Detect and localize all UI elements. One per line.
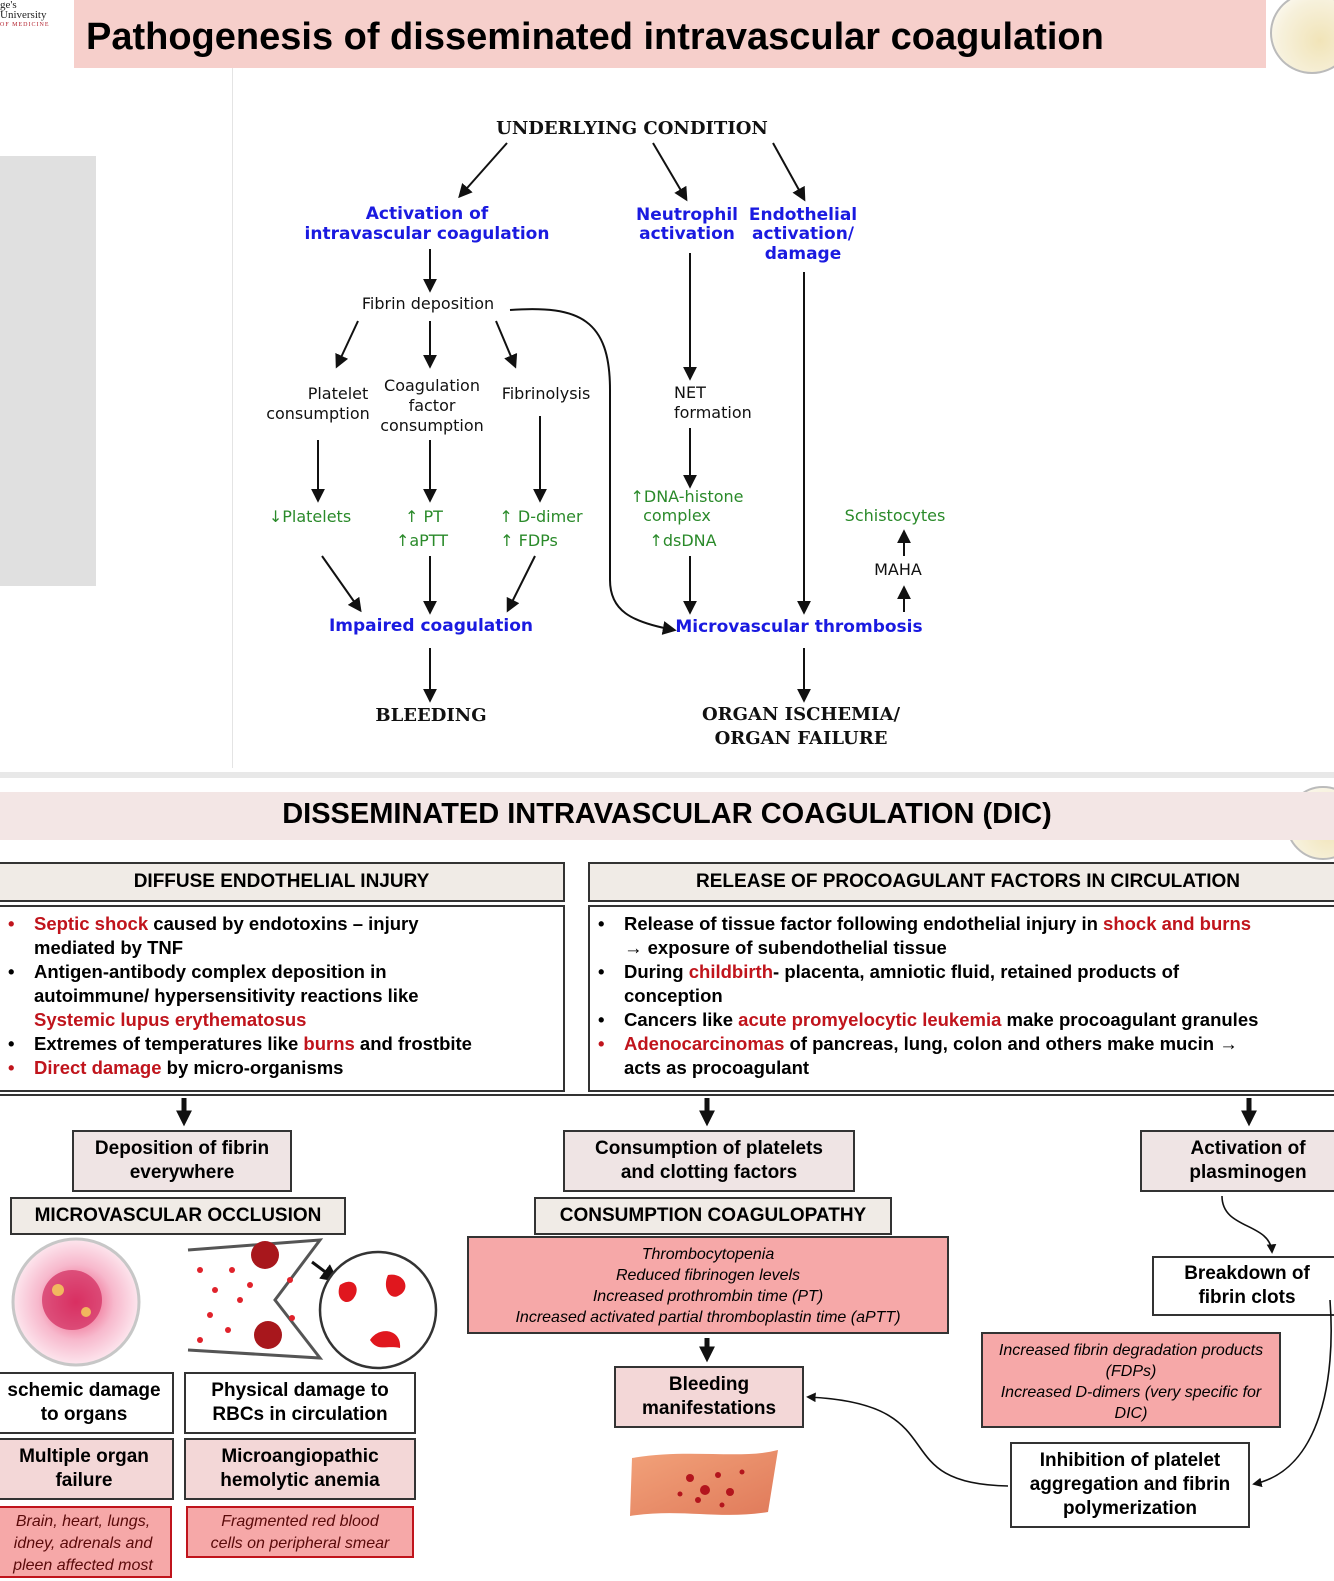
note-line: cells on peripheral smear: [210, 1535, 390, 1552]
maha-label: MAHA: [874, 560, 922, 579]
dic-title-bar: [0, 792, 1334, 840]
slide-divider: [232, 68, 233, 768]
schistocytes: Schistocytes: [845, 506, 946, 525]
coag-factor-line3: consumption: [380, 416, 484, 435]
activation-coag-line1: Activation of: [366, 204, 489, 224]
impaired-coagulation: Impaired coagulation: [329, 616, 533, 636]
dsdna-finding: ↑dsDNA: [649, 531, 716, 550]
dic-title: DISSEMINATED INTRAVASCULAR COAGULATION (…: [282, 798, 1052, 830]
note-line: Brain, heart, lungs,: [15, 1513, 151, 1530]
coagulation-findings-box: Thrombocytopenia Reduced fibrinogen leve…: [467, 1236, 949, 1334]
finding-item: Thrombocytopenia: [641, 1246, 775, 1263]
dna-histone-line1: ↑DNA-histone: [630, 487, 743, 506]
dna-histone-line2: complex: [643, 506, 711, 525]
consumption-coagulopathy-box: CONSUMPTION COAGULOPATHY: [534, 1197, 892, 1235]
list-item: •Septic shock caused by endotoxins – inj…: [8, 913, 419, 958]
coag-factor-line2: factor: [409, 396, 456, 415]
activation-coag-line2: intravascular coagulation: [305, 224, 550, 244]
note-line: pleen affected most: [13, 1557, 153, 1574]
endothelial-line2: activation/: [752, 224, 855, 244]
list-item: •Direct damage by micro-organisms: [8, 1057, 344, 1078]
fibrinolysis: Fibrinolysis: [502, 384, 591, 403]
anatomy-figure-panel: [0, 156, 96, 586]
university-logo: ge's University OF MEDICINE: [0, 0, 60, 28]
finding-item: Increased prothrombin time (PT): [592, 1288, 824, 1305]
organ-note-box: Brain, heart, lungs, idney, adrenals and…: [0, 1506, 172, 1578]
coag-factor-line1: Coagulation: [384, 376, 480, 395]
arrow: [495, 320, 518, 369]
arrow: [458, 142, 508, 199]
endothelial-line3: damage: [765, 244, 842, 264]
fdps-finding: ↑ FDPs: [500, 531, 558, 550]
logo-text: ge's University: [0, 0, 47, 21]
list-item: •Cancers like acute promyelocytic leukem…: [598, 1009, 1259, 1030]
list-item: •Release of tissue factor following endo…: [598, 913, 1252, 958]
endothelial-injury-list: •Septic shock caused by endotoxins – inj…: [0, 905, 565, 1092]
fdp-findings-box: Increased fibrin degradation products (F…: [981, 1332, 1281, 1428]
slide-separator: [0, 772, 1334, 778]
bleeding-outcome: BLEEDING: [375, 705, 486, 726]
list-item: •Extremes of temperatures like burns and…: [8, 1033, 472, 1054]
title-bar: [74, 0, 1266, 68]
flow-arrows: [311, 142, 911, 703]
neutrophil-line2: activation: [639, 224, 735, 244]
platelets-finding: ↓Platelets: [269, 507, 351, 526]
organ-ischemia-line1: ORGAN ISCHEMIA/: [702, 704, 900, 725]
pathogenesis-slide: ge's University OF MEDICINE Pathogenesis…: [0, 0, 1334, 770]
finding-item: Increased fibrin degradation products (F…: [998, 1342, 1264, 1380]
finding-item: Increased activated partial thromboplast…: [515, 1309, 901, 1326]
list-item: •During childbirth- placenta, amniotic f…: [598, 961, 1180, 1006]
list-item: •Adenocarcinomas of pancreas, lung, colo…: [598, 1033, 1238, 1078]
finding-item: Reduced fibrinogen levels: [615, 1267, 801, 1284]
note-line: idney, adrenals and: [13, 1535, 153, 1552]
ddimer-finding: ↑ D-dimer: [499, 507, 583, 526]
net-line2: formation: [674, 403, 752, 422]
arrow: [321, 555, 362, 613]
platelet-consumption-line2: consumption: [266, 404, 370, 423]
note-line: Fragmented red blood: [221, 1513, 379, 1530]
arrow: [652, 142, 688, 202]
organ-ischemia-line2: ORGAN FAILURE: [715, 728, 888, 749]
fibrin-to-thrombosis-arrow: [509, 308, 677, 635]
page-title: Pathogenesis of disseminated intravascul…: [86, 16, 1104, 58]
pathogenesis-flowchart: UNDERLYING CONDITION Activation of intra…: [266, 118, 946, 749]
neutrophil-line1: Neutrophil: [636, 205, 738, 225]
endothelial-injury-header: DIFFUSE ENDOTHELIAL INJURY: [0, 862, 565, 902]
aptt-finding: ↑aPTT: [396, 531, 448, 550]
finding-item: Increased D-dimers (very specific for DI…: [1000, 1384, 1262, 1422]
logo-subtext: OF MEDICINE: [0, 22, 50, 28]
list-bottom-rule: [0, 1094, 1334, 1096]
underlying-condition: UNDERLYING CONDITION: [496, 118, 768, 139]
pt-finding: ↑ PT: [405, 507, 443, 526]
arrow: [772, 142, 806, 202]
platelet-consumption-line1: Platelet: [308, 384, 369, 403]
arrow: [506, 555, 536, 613]
microvascular-thrombosis: Microvascular thrombosis: [675, 617, 922, 637]
endothelial-line1: Endothelial: [749, 205, 857, 225]
fibrin-deposition: Fibrin deposition: [362, 294, 494, 313]
arrow: [335, 320, 359, 369]
microvascular-occlusion-box: MICROVASCULAR OCCLUSION: [10, 1197, 346, 1235]
procoagulant-header: RELEASE OF PROCOAGULANT FACTORS IN CIRCU…: [588, 862, 1334, 902]
fragmented-rbc-note-box: Fragmented red blood cells on peripheral…: [186, 1506, 414, 1558]
procoagulant-list: •Release of tissue factor following endo…: [588, 905, 1334, 1092]
net-line1: NET: [674, 383, 706, 402]
